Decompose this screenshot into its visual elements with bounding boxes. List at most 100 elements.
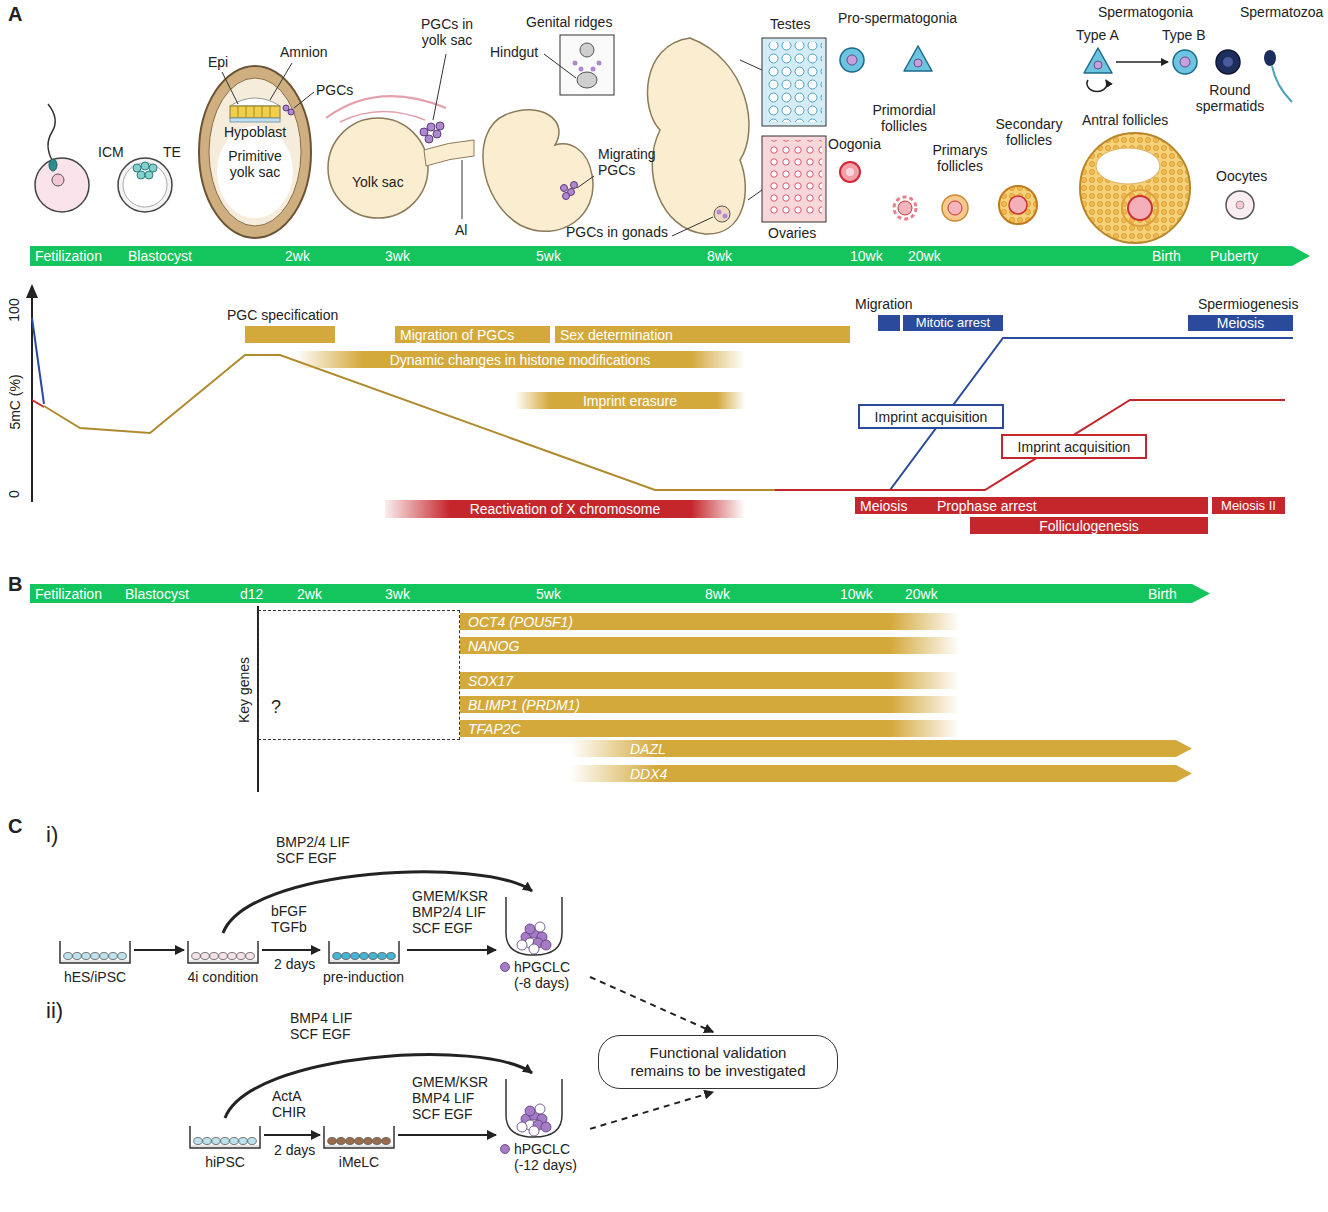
cell (221, 1138, 230, 1145)
timeline-label: 8wk (707, 248, 732, 264)
gonads (766, 140, 822, 218)
pgclc-dot (501, 1145, 510, 1154)
timeline-label: 20wk (908, 248, 941, 264)
annotation-label: Antral follicles (1082, 112, 1168, 128)
methylation-chart (775, 400, 1285, 490)
cell (100, 953, 109, 960)
stage-bar: Sex determination (555, 326, 850, 343)
bar-heading: PGC specification (227, 307, 338, 323)
timeline-label: 20wk (905, 586, 938, 602)
dish-caption: hiPSC (205, 1154, 245, 1170)
embryo-5wk (597, 61, 602, 66)
panel-letter: A (8, 2, 22, 26)
cell (386, 953, 395, 960)
cell (219, 953, 228, 960)
embryo-5wk (579, 67, 584, 72)
gene-bar-shape (460, 696, 960, 713)
annotation-label: Testes (770, 16, 810, 32)
pgclc-cell (541, 940, 551, 950)
female-germ-cells (840, 162, 860, 182)
female-germ-cells (1226, 191, 1254, 219)
pgclc-cell (517, 940, 527, 950)
arrow-connector (590, 977, 713, 1032)
dish-caption: hES/iPSC (64, 969, 126, 985)
annotation-label: Oocytes (1216, 168, 1267, 184)
timeline-label: 8wk (705, 586, 730, 602)
annotation-label: PGCs in gonads (566, 224, 668, 240)
stage-bar: Dynamic changes in histone modifications (295, 351, 745, 368)
bar-label: Imprint erasure (583, 393, 677, 409)
female-germ-cells (1009, 196, 1027, 214)
cell (82, 953, 91, 960)
culture-dish: 4i condition (186, 935, 260, 985)
band-arrow (30, 246, 1310, 266)
cell (109, 953, 118, 960)
embryo-8wk (717, 210, 722, 215)
gonads (740, 60, 762, 200)
blastocyst (141, 162, 149, 170)
timeline-label: 10wk (840, 586, 873, 602)
female-germ-cells (846, 168, 854, 176)
gene-bar-shape (570, 765, 1192, 782)
factor-label: ActA CHIR (272, 1088, 318, 1120)
implanted-embryo (209, 78, 301, 226)
pgclc-well: hPGCLC (-8 days) (498, 893, 588, 991)
factor-label: BMP4 LIF SCF EGF (290, 1010, 362, 1042)
gene-name: TFAP2C (468, 721, 521, 737)
annotation-label: Spermatogonia (1098, 4, 1193, 20)
sub-panel-label: ii) (46, 998, 63, 1024)
duration-label: 2 days (274, 1142, 315, 1158)
gene-name: OCT4 (POU5F1) (468, 614, 573, 630)
implanted-embryo (222, 63, 314, 108)
timeline-label: 10wk (850, 248, 883, 264)
male-germ-cells (1180, 57, 1190, 67)
gene-bar: DDX4 (570, 765, 1192, 782)
timeline-label: Puberty (1210, 248, 1258, 264)
cell (364, 1138, 373, 1145)
embryo-5wk (580, 43, 594, 57)
arrow-connector (264, 1134, 320, 1136)
gonads (762, 136, 826, 222)
dish-graphic (58, 935, 132, 965)
pgclc-dot (500, 1144, 510, 1154)
pgclc-cell (535, 1104, 545, 1114)
yolk-sac-embryo (420, 128, 428, 136)
cell (332, 953, 341, 960)
cell (192, 953, 201, 960)
timeline-band: FetilizationBlastocyst2wk3wk5wk8wk10wk20… (30, 246, 1310, 266)
bar-label: Dynamic changes in histone modifications (390, 352, 651, 368)
embryo-5wk (591, 67, 596, 72)
male-germ-cells (847, 55, 857, 65)
gene-bar-shape (460, 613, 960, 630)
annotation-label: Genital ridges (526, 14, 612, 30)
sub-panel-label: i) (46, 822, 58, 848)
yolk-sac-embryo (425, 135, 433, 143)
gene-bar: DAZL (570, 740, 1192, 757)
dish-caption: pre-induction (323, 969, 404, 985)
implanted-embryo (288, 109, 294, 115)
yolk-sac-embryo (436, 122, 444, 130)
fertilized-egg (48, 104, 55, 160)
cell (368, 953, 377, 960)
gene-bar: TFAP2C (460, 720, 960, 737)
implanted-embryo (238, 106, 270, 118)
bar-label: Mitotic arrest (916, 315, 990, 331)
timeline-label: 5wk (536, 248, 561, 264)
female-germ-cells (1080, 133, 1190, 243)
gene-bar: SOX17 (460, 672, 960, 689)
timeline-label: d12 (240, 586, 263, 602)
cell (359, 953, 368, 960)
well-graphic (502, 1075, 566, 1139)
well-caption: hPGCLC (-8 days) (514, 959, 586, 991)
duration-label: 2 days (274, 956, 315, 972)
arrow-connector (398, 1134, 496, 1136)
gene-bar-shape (460, 637, 960, 654)
pgclc-well: hPGCLC (-12 days) (498, 1075, 588, 1173)
bar-heading: Spermiogenesis (1198, 296, 1298, 312)
band-arrow (30, 584, 1210, 603)
cell (228, 953, 237, 960)
pgclc-cell (517, 1122, 527, 1132)
implanted-embryo (230, 118, 280, 122)
male-germ-cells (1216, 50, 1240, 74)
female-germ-cells (1122, 190, 1158, 226)
